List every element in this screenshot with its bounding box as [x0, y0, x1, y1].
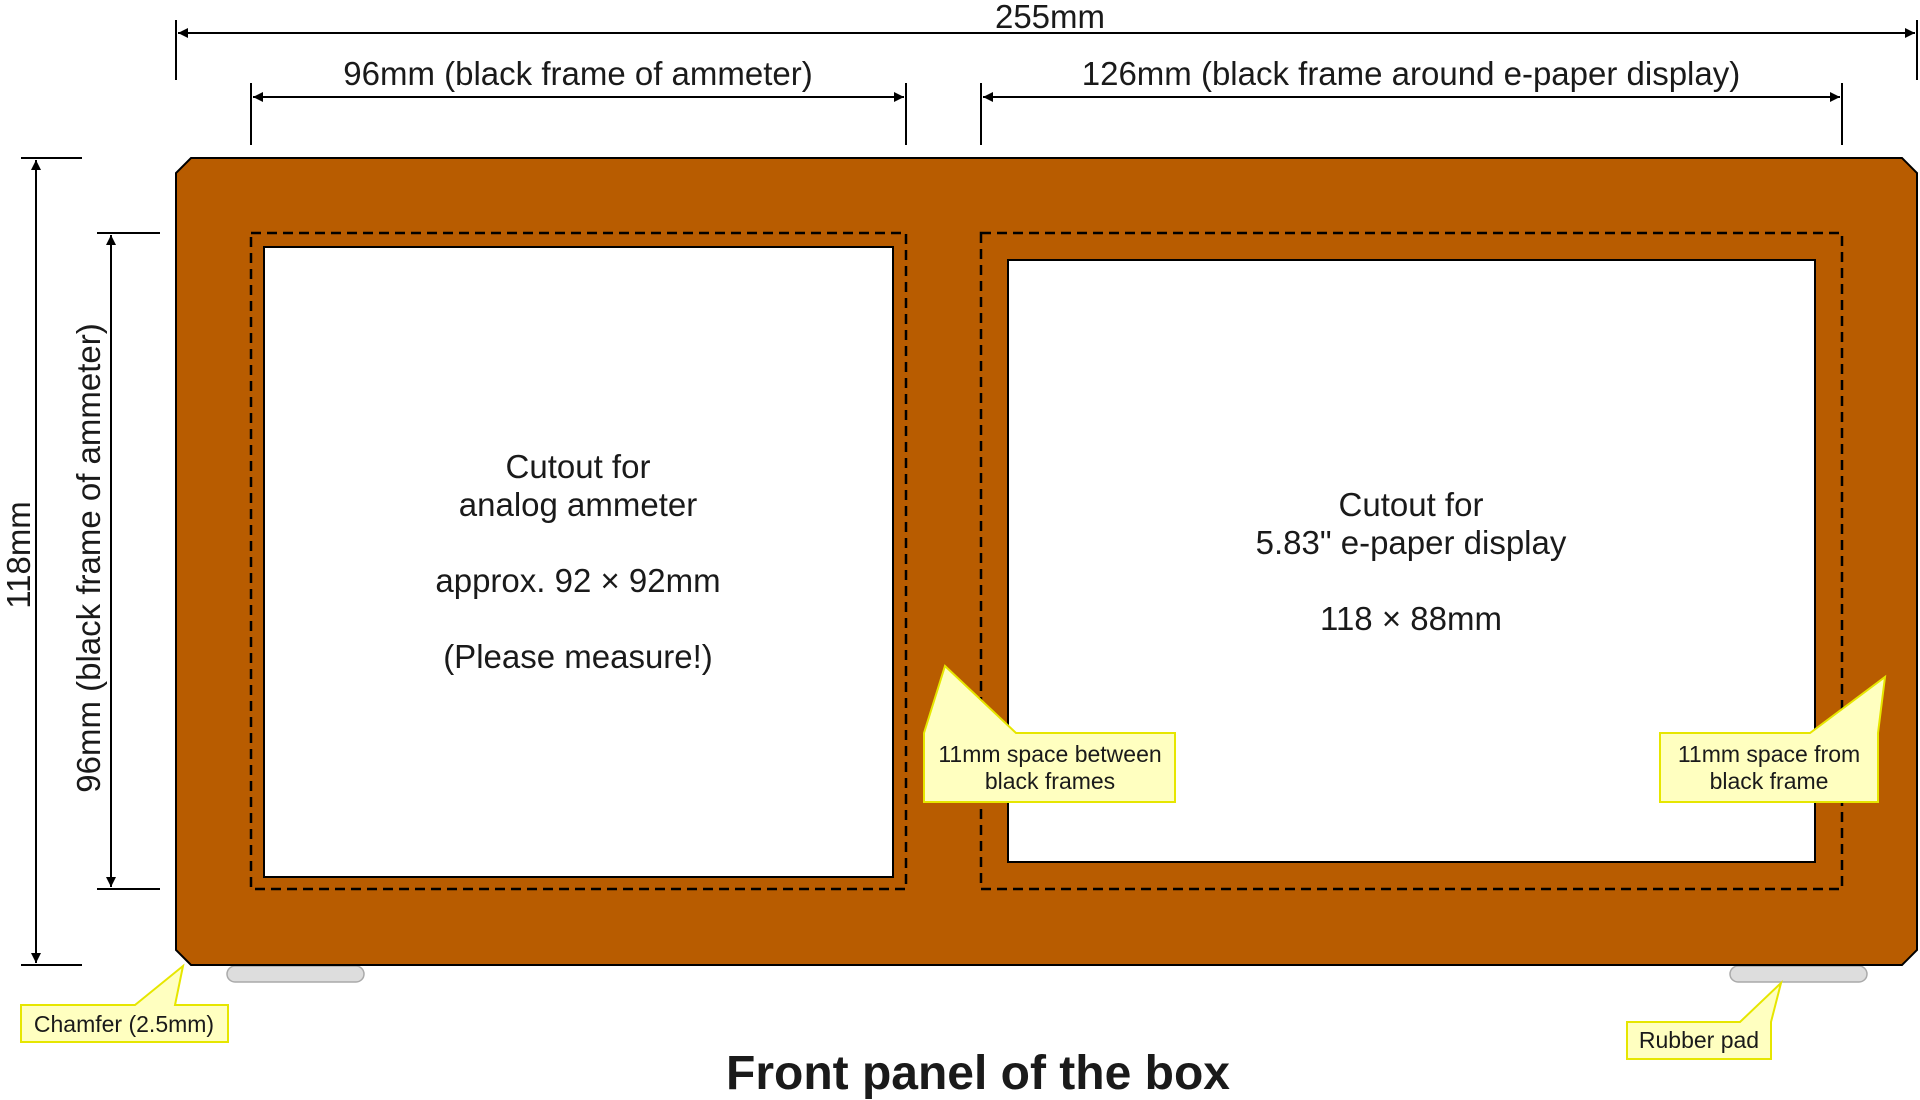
callout-space-from: 11mm space from black frame — [1659, 674, 1887, 803]
ammeter-cutout-line2: analog ammeter — [459, 486, 697, 523]
callout-space-from-line1: 11mm space from — [1678, 741, 1860, 767]
callout-chamfer-bubble — [20, 963, 229, 1043]
ammeter-width-dimension: 96mm (black frame of ammeter) — [250, 55, 907, 145]
ammeter-cutout-note: (Please measure!) — [443, 638, 713, 675]
callout-rubber-pad: Rubber pad — [1626, 979, 1783, 1060]
callout-rubber-pad-label: Rubber pad — [1639, 1027, 1759, 1053]
callout-space-from-line2: black frame — [1710, 768, 1829, 794]
callout-space-between-bubble — [923, 664, 1176, 803]
callout-chamfer-label: Chamfer (2.5mm) — [34, 1011, 214, 1037]
ammeter-cutout-label: Cutout for analog ammeter approx. 92 × 9… — [435, 448, 720, 675]
display-cutout-size: 118 × 88mm — [1320, 600, 1502, 637]
rubber-pad-left — [226, 965, 365, 983]
ammeter-cutout — [263, 246, 894, 878]
ammeter-height-label: 96mm (black frame of ammeter) — [70, 323, 107, 792]
overall-height-label: 118mm — [0, 501, 37, 609]
callout-space-between-line1: 11mm space between — [938, 741, 1161, 767]
rubber-pad-right — [1729, 965, 1868, 983]
overall-width-dimension: 255mm — [175, 0, 1918, 80]
ammeter-height-dimension: 96mm (black frame of ammeter) — [70, 232, 160, 890]
display-width-dimension: 126mm (black frame around e-paper displa… — [980, 55, 1843, 145]
callout-chamfer: Chamfer (2.5mm) — [20, 963, 229, 1043]
ammeter-cutout-line1: Cutout for — [506, 448, 651, 485]
callout-rubber-pad-bubble — [1626, 979, 1783, 1060]
ammeter-frame-outline — [249, 231, 908, 891]
diagram-title: Front panel of the box — [726, 1047, 1230, 1100]
callout-space-between-line2: black frames — [985, 768, 1115, 794]
display-cutout-line2: 5.83" e-paper display — [1256, 524, 1567, 561]
ammeter-width-label: 96mm (black frame of ammeter) — [343, 55, 812, 92]
callout-space-between: 11mm space between black frames — [923, 664, 1176, 803]
callout-space-from-bubble — [1659, 674, 1887, 803]
display-cutout-line1: Cutout for — [1339, 486, 1484, 523]
ammeter-cutout-size: approx. 92 × 92mm — [435, 562, 720, 599]
display-width-label: 126mm (black frame around e-paper displa… — [1082, 55, 1740, 92]
overall-width-label: 255mm — [995, 0, 1105, 35]
display-cutout-label: Cutout for 5.83" e-paper display 118 × 8… — [1256, 486, 1567, 637]
display-frame-outline — [979, 231, 1844, 891]
overall-height-dimension: 118mm — [0, 157, 82, 966]
